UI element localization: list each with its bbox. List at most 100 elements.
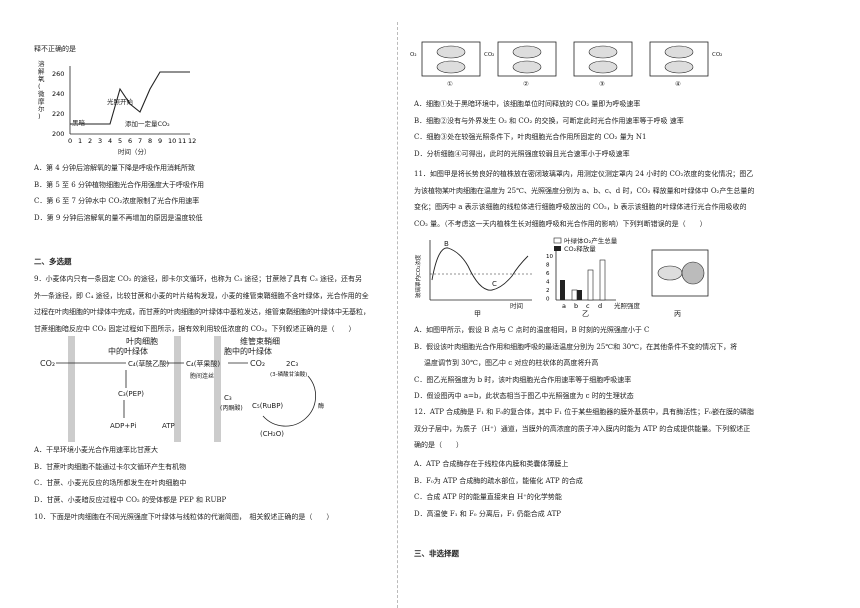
yi-bar	[560, 280, 565, 300]
q8-x-tick-label: 0	[68, 137, 72, 145]
q9-line: 外一条途径，即 C₄ 途径，比较甘蔗和小麦的叶片结构发现，小麦的维管束鞘细胞不含…	[34, 291, 369, 300]
q9-line: 过程在叶肉细胞的叶绿体中完成，而甘蔗的叶肉细胞的叶绿体中基粒发达，维管束鞘细胞的…	[34, 308, 370, 316]
q9-options: A．干旱环境小麦光合作用速率比甘蔗大 B．甘蔗叶肉细胞不能通过卡尔文循环产生有机…	[34, 442, 414, 508]
q8-x-tick-label: 5	[118, 137, 122, 145]
q12-option-d: D．高温使 F₁ 和 F₀ 分离后，F₁ 仍能合成 ATP	[414, 509, 562, 518]
q8-stem-tail: 释不正确的是	[34, 45, 76, 53]
q8-y-tick-label: 200	[52, 130, 64, 138]
atp: ATP	[162, 422, 175, 430]
yi-category-label: b	[574, 302, 578, 310]
calvin-cycle	[262, 375, 316, 427]
c3-sub: (3-磷酸甘油酸)	[270, 370, 307, 378]
co2-label: CO₂	[484, 52, 494, 58]
yi-legend-2: CO₂释放量	[564, 244, 596, 253]
q11-line: 为该植物某叶肉细胞在温度为 25℃、光照强度分别为 a、b、c、d 时，CO₂ …	[414, 186, 755, 195]
q11-line: 11．如图甲是将长势良好的植株放在密闭玻璃罩内，用测定仪测定罩内 24 小时的 …	[414, 170, 754, 178]
q8-ann-co2: 添加一定量CO₂	[125, 119, 170, 128]
c4-oxa: C₄(草酰乙酸)	[128, 359, 169, 368]
jia-xlabel: 时间	[510, 301, 523, 310]
cell-2: ②	[497, 41, 557, 88]
yi-xlabel: 光照强度	[614, 301, 641, 310]
q8-series-line	[70, 71, 190, 125]
yi-bar	[577, 290, 582, 300]
q9-option-b: B．甘蔗叶肉细胞不能通过卡尔文循环产生有机物	[34, 462, 187, 471]
q12-line: 双分子层中，为质子（H⁺）通道，当膜外的高浓度的质子冲入膜内时能为 ATP 的合…	[414, 424, 751, 433]
yi-bar	[587, 269, 594, 301]
q8-chart-xlabel: 时间（分）	[118, 147, 151, 156]
cell-label: ②	[523, 80, 529, 88]
yi-tick-label: 10	[546, 254, 553, 260]
q9-option-c: C．甘蔗、小麦光反应的场所都发生在叶肉细胞中	[34, 479, 187, 487]
q8-x-tick-label: 10	[168, 137, 176, 145]
yi-tick-label: 0	[546, 297, 550, 303]
cell-wall-3	[214, 336, 221, 442]
c3-pyr: C₃	[224, 394, 232, 402]
q8-x-tick-label: 4	[108, 137, 112, 145]
q11-option-a: A．如图甲所示，假设 B 点与 C 点时的温度相同，B 时刻的光照强度小于 C	[414, 326, 650, 334]
q8-chart-ylabel: 溶解氧(微摩尔)	[38, 59, 45, 121]
cell-4: ④	[649, 41, 709, 88]
fig-jia: B C 时间 甲 玻璃罩内CO₂浓度	[414, 240, 532, 318]
q9-line: 9．小麦体内只有一条固定 CO₂ 的途径，即卡尔文循环，也称为 C₃ 途径；甘蔗…	[34, 275, 363, 283]
q9-line: 甘蔗细胞暗反应中 CO₂ 固定过程如下图所示，据有效利用较低浓度的 CO₂。下列…	[34, 324, 356, 333]
jia-curve	[431, 247, 529, 291]
bing-caption: 丙	[674, 310, 681, 318]
cell-3: ③	[573, 41, 633, 88]
q11-line: CO₂ 量。（不考虑这一天内植株生长对细胞呼吸和光合作用的影响）下列判断错误的是…	[414, 219, 707, 228]
ch2o: (CH₂O)	[260, 430, 284, 438]
c4-mal: C₄(苹果酸)	[186, 359, 220, 368]
yi-bar	[599, 259, 606, 301]
q8-x-tick-label: 2	[88, 137, 92, 145]
cell-wall-1	[68, 336, 75, 442]
yi-category-label: a	[562, 302, 566, 310]
q11-option-b-cont: 温度调节到 30℃，图乙中 c 对应的柱状体的高度将升高	[424, 359, 599, 367]
q8-ann-light: 光照开始	[107, 97, 134, 106]
q11-option-d: D．假设图丙中 a=b，此状态相当于图乙中光照强度为 c 时的生理状态	[414, 392, 634, 400]
q10-stem: 10．下面是叶肉细胞在不同光照强度下叶绿体与线粒体的代谢简图， 相关叙述正确的是…	[34, 513, 334, 521]
yi-category-label: c	[586, 302, 590, 310]
c3-2: 2C₃	[286, 360, 298, 368]
q8-x-tick-label: 7	[138, 137, 142, 145]
q12-stem: 12．ATP 合成酶是 F₁ 和 F₀的复合体，其中 F₁ 位于某些细胞器的膜外…	[414, 404, 834, 454]
q11-line: 变化；图丙中 a 表示该细胞的线粒体进行细胞呼吸放出的 CO₂，b 表示该细胞的…	[414, 203, 747, 211]
label-mesophyll: 叶肉细胞中的叶绿体	[108, 336, 158, 356]
q8-y-tick-label: 240	[52, 90, 64, 98]
q12-option-b: B．F₀为 ATP 合成酶的疏水部位，能催化 ATP 的合成	[414, 476, 583, 485]
yi-tick-label: 2	[546, 288, 550, 294]
pd-label: 胞间连丝	[190, 372, 214, 380]
q12-option-c: C．合成 ATP 时的能量直接来自 H⁺的化学势能	[414, 493, 562, 501]
cell-label: ③	[599, 80, 605, 88]
cell-wall-2	[174, 336, 181, 442]
q9-stem: 9．小麦体内只有一条固定 CO₂ 的途径，即卡尔文循环，也称为 C₃ 途径；甘蔗…	[34, 271, 414, 337]
jia-c: C	[492, 280, 497, 288]
q8-y-tick-label: 260	[52, 70, 64, 78]
q8-x-tick-label: 8	[148, 137, 152, 145]
yi-caption: 乙	[582, 310, 589, 318]
o2-label: O₂	[410, 52, 417, 58]
q10-options: A．细胞①处于黑暗环境中，该细胞单位时间释放的 CO₂ 量即为呼吸速率 B．细胞…	[414, 96, 834, 162]
co2-in: CO₂	[40, 359, 55, 368]
q8-option-a: A．第 4 分钟后溶解氧的量下降是呼吸作用消耗所致	[34, 164, 195, 172]
q8-x-tick-label: 1	[78, 137, 82, 145]
q8-x-tick-label: 6	[128, 137, 132, 145]
q11-stem: 11．如图甲是将长势良好的植株放在密闭玻璃罩内，用测定仪测定罩内 24 小时的 …	[414, 166, 834, 232]
enzyme: 酶	[318, 402, 324, 410]
q9-option-d: D．甘蔗、小麦暗反应过程中 CO₂ 的受体都是 PEP 和 RUBP	[34, 495, 227, 504]
yi-tick-label: 4	[546, 280, 550, 286]
q8-x-tick-label: 11	[178, 137, 186, 145]
yi-category-label: d	[598, 302, 602, 310]
q9-c4-diagram: 叶肉细胞中的叶绿体 维管束鞘细胞中的叶绿体 CO₂ C₄(草酰乙酸) C₄(苹果…	[40, 336, 324, 442]
section-multi-choice: 二、多选题	[34, 257, 72, 266]
q8-x-tick-label: 3	[98, 137, 102, 145]
q8-option-d: D．第 9 分钟后溶解氧的量不再增加的原因是温度较低	[34, 213, 203, 222]
q11-options: A．如图甲所示，假设 B 点与 C 点时的温度相同，B 时刻的光照强度小于 C …	[414, 322, 834, 405]
q10-cell-diagrams: ① ② ③ ④ O₂ CO₂ CO₂	[410, 41, 722, 88]
q12-line: 确的是（ ）	[414, 441, 463, 449]
jia-caption: 甲	[474, 310, 481, 318]
co2-bundle: CO₂	[250, 359, 265, 368]
fig-bing: 丙	[651, 249, 709, 318]
label-bundle-sheath: 维管束鞘细胞中的叶绿体	[224, 336, 280, 356]
